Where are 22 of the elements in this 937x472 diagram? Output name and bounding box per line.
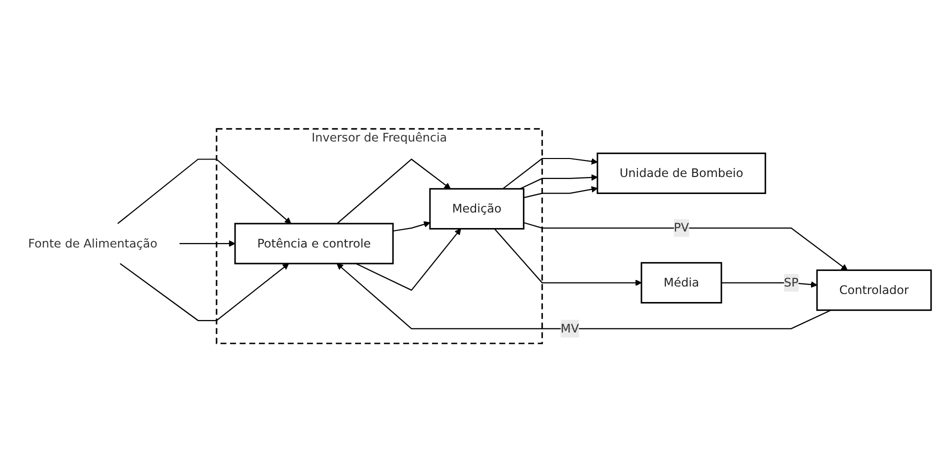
node-box: Potência e controle: [234, 222, 394, 264]
arrow: [180, 240, 236, 247]
arrow: [117, 158, 292, 224]
node-box: Medição: [429, 188, 524, 230]
arrow: [120, 262, 290, 321]
arrow: [502, 158, 598, 190]
node-text: Fonte de Alimentação: [28, 236, 158, 250]
arrow: [356, 228, 462, 291]
edge-label: PV: [674, 220, 690, 235]
arrow: [520, 174, 598, 190]
edge-label: SP: [784, 275, 799, 290]
arrow: [494, 228, 642, 286]
arrow: [524, 222, 848, 270]
node-box: Média: [640, 262, 722, 304]
arrow: [336, 263, 832, 330]
node-box: Controlador: [816, 269, 932, 311]
arrow: [524, 186, 598, 198]
arrow: [721, 281, 818, 288]
arrow: [336, 158, 451, 224]
node-box: Unidade de Bombeio: [596, 152, 766, 194]
edge-label: MV: [560, 321, 579, 336]
arrow: [392, 220, 430, 232]
